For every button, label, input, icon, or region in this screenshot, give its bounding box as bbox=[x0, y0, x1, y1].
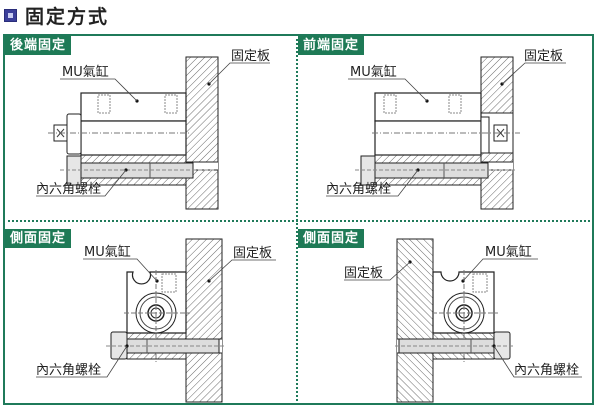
fixing-plate bbox=[185, 238, 223, 403]
section-title: 固定方式 bbox=[25, 5, 110, 28]
fixing-plate-label: 固定板 bbox=[524, 49, 563, 64]
panel-side-mount-right bbox=[344, 238, 582, 403]
panel-tag-front-mount: 前端固定 bbox=[298, 36, 365, 55]
cylinder-label: MU氣缸 bbox=[350, 64, 397, 80]
diagram-frame bbox=[3, 34, 594, 405]
panel-tag-rear-mount: 後端固定 bbox=[5, 36, 72, 55]
cylinder-label: MU氣缸 bbox=[84, 244, 131, 260]
cylinder-label: MU氣缸 bbox=[485, 244, 532, 260]
horizontal-divider bbox=[3, 220, 594, 222]
section-header: 固定方式 bbox=[4, 2, 109, 28]
panel-side-mount-left bbox=[36, 238, 276, 403]
square-bullet-icon bbox=[4, 8, 17, 22]
fixing-plate-label: 固定板 bbox=[344, 266, 383, 281]
hex-bolt-label: 內六角螺栓 bbox=[36, 182, 101, 197]
hex-bolt-label: 內六角螺栓 bbox=[36, 363, 101, 378]
fixing-plate-label: 固定板 bbox=[233, 246, 272, 261]
cylinder-label: MU氣缸 bbox=[62, 64, 109, 80]
fixing-plate-label: 固定板 bbox=[231, 49, 270, 64]
panel-tag-side-mount-right: 側面固定 bbox=[298, 229, 365, 248]
panel-tag-side-mount-left: 側面固定 bbox=[5, 229, 72, 248]
vertical-divider bbox=[296, 34, 298, 405]
hex-bolt-label: 內六角螺栓 bbox=[326, 182, 391, 197]
panel-rear-mount bbox=[36, 56, 270, 210]
fixing-plate bbox=[396, 238, 434, 403]
cylinder-body bbox=[374, 92, 482, 122]
panel-front-mount bbox=[326, 56, 566, 210]
hex-bolt-label: 內六角螺栓 bbox=[514, 363, 579, 378]
